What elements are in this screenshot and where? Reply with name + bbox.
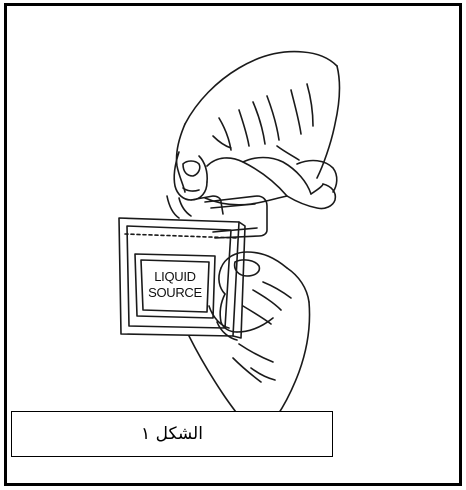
upper-hand-drawing [174,52,339,209]
package-label-line1: LIQUID [135,269,215,285]
figure-caption-box: الشكل ١ [11,411,333,457]
figure-frame: LIQUID SOURCE الشكل ١ [4,3,462,486]
package-label-line2: SOURCE [135,285,215,301]
figure-caption: الشكل ١ [141,424,203,444]
